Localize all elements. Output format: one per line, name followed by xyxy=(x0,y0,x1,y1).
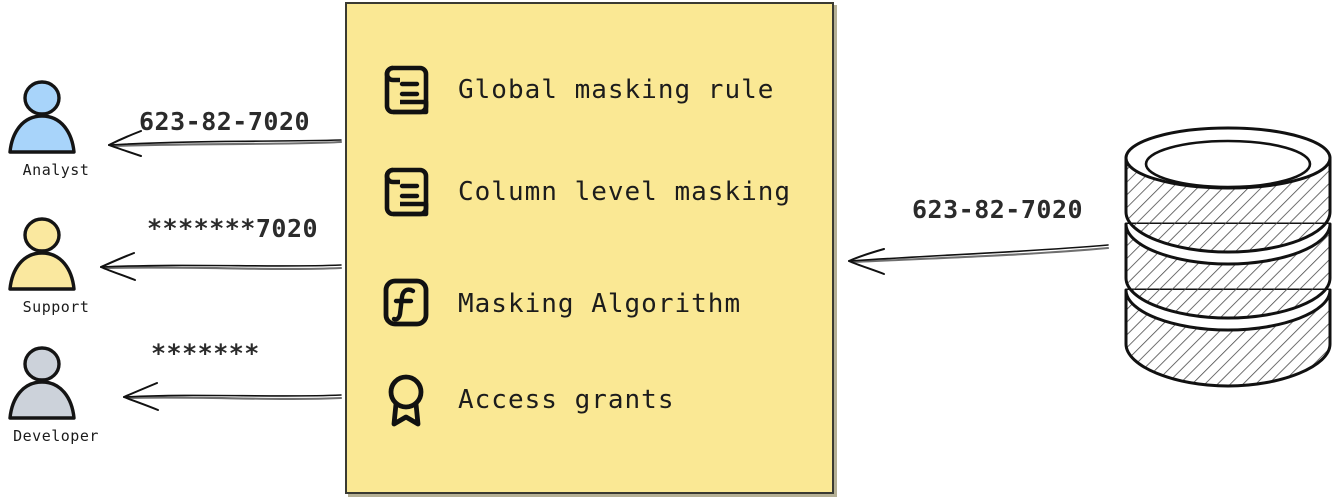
flow-label-analyst: 623-82-7020 xyxy=(139,107,311,136)
actor-developer[interactable]: Developer xyxy=(0,344,116,445)
actor-support[interactable]: Support xyxy=(0,215,116,316)
person-icon xyxy=(8,80,76,154)
actor-analyst[interactable]: Analyst xyxy=(0,78,116,179)
actor-label-developer: Developer xyxy=(13,427,99,445)
actor-label-analyst: Analyst xyxy=(22,161,90,179)
database-cylinder-icon[interactable] xyxy=(1112,120,1340,398)
flow-label-developer: ******* xyxy=(151,339,260,368)
scroll-icon xyxy=(384,167,429,217)
award-icon xyxy=(388,374,424,427)
person-icon xyxy=(8,346,76,420)
policy-item-label: Access grants xyxy=(458,385,675,415)
arrow-database-to-panel xyxy=(848,244,1110,275)
actor-label-support: Support xyxy=(22,298,90,316)
policy-item-access-grants[interactable]: Access grants xyxy=(380,372,675,428)
policy-item-global-masking-rule[interactable]: Global masking rule xyxy=(380,62,774,118)
policy-panel: Global masking rule Column level masking… xyxy=(345,2,834,494)
flow-label-database: 623-82-7020 xyxy=(912,195,1084,224)
arrow-panel-to-analyst xyxy=(108,130,343,157)
function-icon xyxy=(383,278,429,327)
scroll-icon xyxy=(384,65,429,115)
policy-item-label: Column level masking xyxy=(458,177,792,207)
arrow-panel-to-support xyxy=(100,252,343,281)
policy-item-label: Masking Algorithm xyxy=(458,289,742,319)
policy-item-column-level-masking[interactable]: Column level masking xyxy=(380,164,791,220)
policy-item-masking-algorithm[interactable]: Masking Algorithm xyxy=(380,276,741,332)
policy-item-label: Global masking rule xyxy=(458,75,775,105)
person-icon xyxy=(8,217,76,291)
arrow-panel-to-developer xyxy=(123,382,343,411)
flow-label-support: *******7020 xyxy=(147,214,319,243)
